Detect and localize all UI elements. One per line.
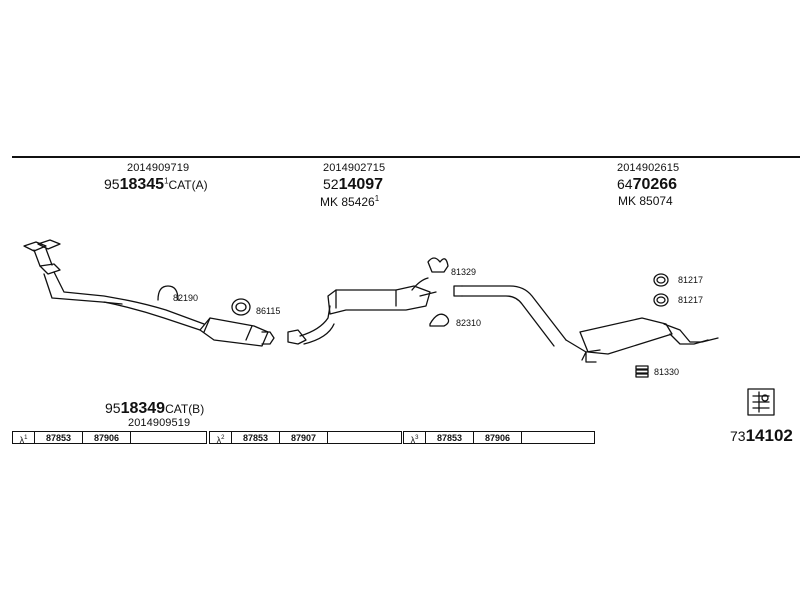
part-number-1-prefix: 95 bbox=[104, 176, 120, 192]
lower-part-prefix: 95 bbox=[105, 400, 121, 416]
mk-number-2-sup: 1 bbox=[374, 194, 380, 203]
part-number-2-main: 14097 bbox=[338, 176, 384, 193]
callout-82190: 82190 bbox=[173, 293, 199, 303]
ring-81217-b-inner bbox=[656, 296, 666, 304]
stack-81330-drawing bbox=[635, 365, 649, 378]
lambda-2-label: λ2 bbox=[210, 432, 232, 445]
centre-muffler-drawing bbox=[287, 277, 437, 345]
lambda-table-3: λ3 87853 87906 bbox=[403, 431, 595, 445]
lambda-1-label: λ1 bbox=[13, 432, 35, 445]
callout-81329: 81329 bbox=[451, 267, 477, 277]
part-number-3-prefix: 64 bbox=[617, 176, 633, 192]
part-number-1-main: 18345 bbox=[119, 176, 165, 193]
gasket-86115-inner bbox=[235, 302, 247, 312]
kit-number-prefix: 73 bbox=[730, 428, 746, 444]
rear-muffler-drawing bbox=[453, 285, 719, 363]
oe-number-3: 2014902615 bbox=[617, 162, 680, 174]
tools-icon bbox=[747, 388, 775, 416]
lower-oe-number: 2014909519 bbox=[128, 417, 191, 429]
lambda-2-empty bbox=[328, 432, 401, 443]
lambda-3-value-a: 87853 bbox=[426, 432, 474, 443]
lambda-2-value-a: 87853 bbox=[232, 432, 280, 443]
part-number-1-sup: 1 bbox=[164, 176, 169, 186]
part-number-3: 6470266 bbox=[617, 176, 677, 194]
callout-81217-b: 81217 bbox=[678, 295, 704, 305]
lambda-table-2: λ2 87853 87907 bbox=[209, 431, 402, 445]
ring-81217-a-inner bbox=[656, 276, 666, 284]
part-number-1: 95183451CAT(A) bbox=[104, 176, 208, 194]
lambda-3-empty bbox=[522, 432, 594, 443]
ring-81217-a-outer bbox=[653, 273, 669, 287]
top-rule bbox=[12, 156, 800, 158]
lambda-1-value-b: 87906 bbox=[83, 432, 131, 443]
mk-number-2-prefix: MK bbox=[320, 195, 338, 209]
lambda-2-value-b: 87907 bbox=[280, 432, 328, 443]
callout-86115: 86115 bbox=[256, 306, 281, 316]
clamp-82190-drawing bbox=[157, 285, 179, 301]
part-number-2: 5214097 bbox=[323, 176, 383, 194]
lambda-1-empty bbox=[131, 432, 206, 443]
part-number-3-main: 70266 bbox=[632, 176, 678, 193]
mk-number-2: MK 854261 bbox=[320, 194, 379, 209]
mk-number-2-num: 85426 bbox=[341, 195, 375, 209]
mk-number-3: MK 85074 bbox=[618, 194, 673, 208]
lambda-table-1: λ1 87853 87906 bbox=[12, 431, 207, 445]
lower-part-main: 18349 bbox=[120, 400, 166, 417]
lambda-3-label: λ3 bbox=[404, 432, 426, 445]
lower-part-suffix: CAT(B) bbox=[165, 402, 205, 416]
kit-number: 7314102 bbox=[730, 426, 793, 446]
part-number-1-suffix: CAT(A) bbox=[168, 178, 208, 192]
kit-number-main: 14102 bbox=[745, 426, 793, 445]
oe-number-2: 2014902715 bbox=[323, 162, 386, 174]
front-pipe-drawing bbox=[23, 239, 275, 347]
ring-81217-b-outer bbox=[653, 293, 669, 307]
callout-81330: 81330 bbox=[654, 367, 680, 377]
hanger-82310-drawing bbox=[429, 313, 450, 327]
part-number-2-prefix: 52 bbox=[323, 176, 339, 192]
gasket-86115-outer bbox=[231, 298, 251, 316]
lambda-3-value-b: 87906 bbox=[474, 432, 522, 443]
oe-number-1: 2014909719 bbox=[127, 162, 190, 174]
lambda-1-value-a: 87853 bbox=[35, 432, 83, 443]
lower-part-number: 9518349CAT(B) bbox=[105, 400, 204, 418]
hanger-81329-drawing bbox=[427, 257, 449, 273]
mk-number-3-num: 85074 bbox=[639, 194, 673, 208]
mk-number-3-prefix: MK bbox=[618, 194, 636, 208]
callout-82310: 82310 bbox=[456, 318, 482, 328]
callout-81217-a: 81217 bbox=[678, 275, 704, 285]
